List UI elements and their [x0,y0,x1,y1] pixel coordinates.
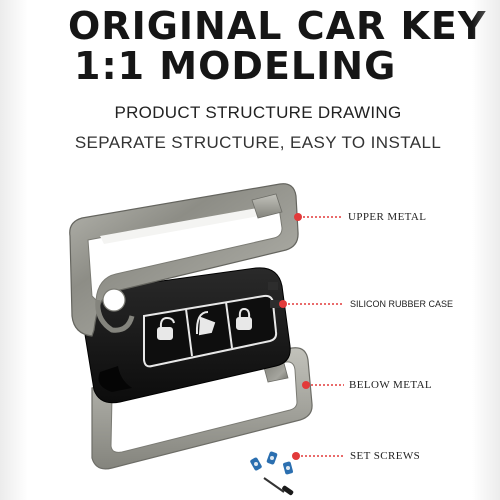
screwdriver-icon [263,477,294,496]
label-set-screws: SET SCREWS [350,450,421,462]
callout-rubber-case [279,300,344,308]
callout-upper-metal [294,213,342,221]
screw-icon [250,451,293,475]
label-silicon-rubber-case: SILICON RUBBER CASE [350,299,454,309]
label-upper-metal: UPPER METAL [348,211,427,223]
callout-set-screws [292,452,344,460]
label-below-metal: BELOW METAL [349,379,433,391]
callout-below-metal [302,381,344,389]
